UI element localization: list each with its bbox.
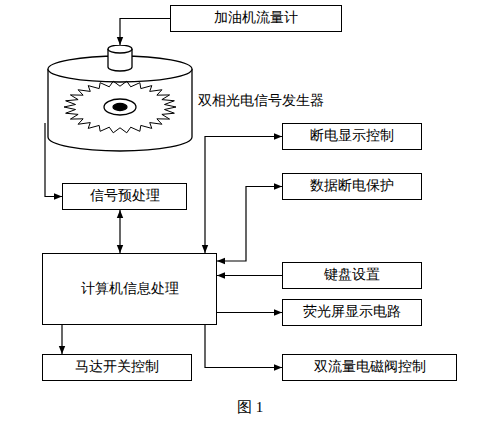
connector-arrow: [217, 187, 282, 262]
connector-arrow: [119, 210, 120, 253]
process-box: 加油机流量计: [170, 5, 342, 32]
process-box: 计算机信息处理: [42, 253, 217, 325]
process-box: 信号预处理: [62, 183, 187, 210]
box-label: 断电显示控制: [310, 128, 394, 145]
process-box: 键盘设置: [282, 262, 422, 289]
connector-arrow: [217, 275, 282, 276]
process-box: 数据断电保护: [282, 173, 422, 200]
cylinder-shape: [45, 45, 195, 155]
connector-arrow: [205, 137, 282, 254]
connector-arrow: [61, 325, 62, 354]
box-label: 荧光屏显示电路: [303, 304, 401, 321]
generator-drawing: [45, 45, 195, 155]
box-label: 信号预处理: [90, 188, 160, 205]
figure-caption: 图 1: [0, 398, 500, 417]
connector-arrow: [120, 19, 170, 46]
box-label: 双流量电磁阀控制: [314, 359, 426, 376]
box-label: 马达开关控制: [75, 359, 159, 376]
connector-arrow: [205, 325, 282, 368]
box-label: 键盘设置: [324, 267, 380, 284]
box-label: 数据断电保护: [310, 178, 394, 195]
box-label: 加油机流量计: [214, 10, 298, 27]
process-box: 荧光屏显示电路: [282, 299, 422, 326]
connector-arrow: [217, 312, 282, 313]
process-box: 马达开关控制: [42, 354, 192, 381]
process-box: 断电显示控制: [282, 123, 422, 150]
box-label: 计算机信息处理: [81, 281, 179, 298]
process-box: 双流量电磁阀控制: [282, 354, 457, 381]
part-label: 双相光电信号发生器: [198, 93, 324, 110]
